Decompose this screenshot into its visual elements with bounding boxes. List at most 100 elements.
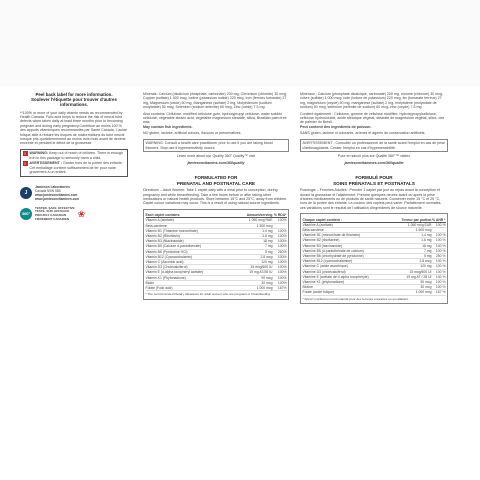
ingredient-amount: 90 mcg	[234, 275, 273, 281]
warning-fr-label: AVERTISSEMENT :	[29, 161, 62, 166]
ingredient-rda: 100 %	[431, 237, 446, 244]
nil-ingredients-text: NO gluten, lactose, artificial colours, …	[143, 131, 242, 136]
french-panel: Minéraux : Calcium (phosphate dicalcique…	[300, 92, 448, 304]
supplement-facts-table-box-fr: Chaque caplet contient : Teneur par port…	[300, 213, 448, 304]
brand-address: Canada N9W 5B5	[35, 188, 61, 193]
ingredient-rda: 100 %	[431, 243, 446, 249]
warning-icon: !	[22, 161, 28, 167]
directions-text-fr: Posologie – Femmes Adultes : Prendre 1 c…	[300, 188, 442, 210]
ingredient-name: Vitamine E (acétate de d-alpha tocophéry…	[302, 274, 394, 281]
ingredient-rda: 250 %	[431, 253, 446, 260]
ingredient-name: Vitamine B1 (mononitrate de thiamine)	[302, 232, 394, 239]
ingredient-amount: 1 500 mcg	[234, 223, 273, 229]
ingredient-amount: 2,8 mcg	[393, 258, 432, 265]
ingredient-amount: 7 mg	[393, 248, 432, 255]
ingredient-rda: 250%	[272, 249, 287, 255]
ingredient-name: Folate (acide folique)	[302, 289, 394, 296]
warning-box-fr: AVERTISSEMENT : Consulter un professionn…	[300, 138, 448, 153]
learn-more-text-fr: Pour en savoir plus sur Qualité 360°™ vi…	[337, 154, 411, 159]
formulated-title-fr-2: SOINS PRÉNATALS ET POSTNATALS	[333, 180, 415, 186]
ingredient-rda: 100%	[272, 269, 287, 276]
ingredient-amount: 1,4 mg	[393, 232, 432, 239]
daily-needs-text: **100% or more of your daily vitamin nee…	[20, 110, 127, 146]
ingredient-name: Vitamin B5 (Calcium d-pantothenate)	[145, 243, 235, 250]
ingredient-rda: 100%	[272, 243, 287, 250]
ingredient-name: Vitamin D3 (Cholecalciferol)	[145, 264, 235, 271]
ingredient-name: Vitamin E (d-alpha tocopheryl acetate)	[145, 269, 235, 276]
nil-ingredients-text-fr: SANS gluten, lactose ni colorants, arôme…	[300, 131, 426, 136]
formulated-title-fr-1: FORMULÉ POUR	[355, 175, 393, 181]
ingredient-rda: 100%	[272, 217, 287, 224]
col-header-rda: % ANR *	[431, 217, 446, 223]
may-contain-text: May contain fish ingredients.	[143, 124, 193, 129]
supplement-facts-table: Each caplet contains: Amount/serving % R…	[145, 213, 287, 292]
ingredient-name: Vitamine B6 (chlorhydrate de pyridoxine)	[302, 253, 394, 260]
ingredient-amount: 5 mg	[393, 253, 432, 260]
ingredient-rda: 100 %	[431, 248, 446, 255]
badge-line: PROUDLY CANADIAN	[35, 213, 67, 218]
ingredient-amount: 30 mcg	[234, 280, 273, 287]
ingredient-amount: 120 mg	[393, 263, 432, 270]
badge-text: TESTED. SAFE. EFFECTIVE TESTÉ. SÛR. EFFI…	[35, 205, 75, 221]
rda-footnote: * The recommended Dietary Allowance for …	[145, 292, 271, 297]
badge-line: TESTÉ. SÛR. EFFICACE	[35, 209, 70, 214]
ingredient-amount: 1 500 mcg	[393, 227, 432, 234]
ingredient-rda: 100%	[272, 280, 287, 287]
badge-line: FIÈREMENT CANADIEN	[35, 216, 70, 221]
peel-title-en: Peel back label for more information.	[35, 92, 113, 97]
col-header-ingredient: Chaque caplet contient :	[302, 217, 394, 223]
ingredient-amount: 30 mcg	[393, 284, 432, 291]
badge-line: TESTED. SAFE. EFFECTIVE	[35, 205, 75, 210]
ingredient-name: Folate (Folic acid)	[145, 285, 235, 292]
ingredient-amount: 19 mg AT/28 IU	[234, 269, 273, 276]
jamieson-logo-icon: J	[20, 186, 32, 199]
ingredient-amount: 1.4 mg	[234, 228, 273, 235]
warning-box: WARNING: Consult a health care practitio…	[143, 138, 289, 153]
ingredient-name: Vitamine D3 (cholécalciférol)	[302, 269, 394, 275]
ingredient-name: Bêta-carotène	[302, 227, 394, 234]
table-row: Vitamine B6 (chlorhydrate de pyridoxine)…	[302, 253, 446, 260]
ingredient-rda: 100 %	[431, 269, 446, 275]
also-contains-text: Also contains: Cellulose, modified cellu…	[143, 111, 287, 125]
formulated-title-1: FORMULATED FOR	[194, 175, 238, 181]
peel-title-fr: Soulever l'étiquette pour trouver d'autr…	[31, 97, 117, 108]
warning-en-label: WARNING:	[29, 151, 49, 156]
ingredient-amount: 1.6 mg	[234, 233, 273, 240]
ingredient-rda: 100%	[272, 228, 287, 235]
ingredient-name: Vitamine B12 (cyanocobalamine)	[302, 258, 394, 265]
ingredient-rda: 100 %	[431, 222, 446, 229]
ingredient-rda: 100%	[272, 264, 287, 271]
brand-block: J Jamieson Laboratories Canada N9W 5B5 w…	[20, 185, 128, 201]
top-blank-area	[0, 0, 480, 86]
warning-fr: ! AVERTISSEMENT : Garder hors de la port…	[22, 161, 126, 174]
quality-url-fr: jamiesonvitamines.com/360qualite	[344, 160, 404, 165]
warning-fr-text: Garder hors de la portée des enfants. Ce…	[29, 161, 123, 174]
ingredient-rda: 100%	[272, 275, 287, 281]
ingredient-name: Biotin	[145, 280, 235, 287]
ingredient-name: Beta-carotene	[145, 223, 235, 229]
ingredient-rda: 100 %	[431, 274, 446, 281]
ingredient-rda: 100 %	[431, 263, 446, 270]
ingredient-name: Vitamine B3 (niacinamide)	[302, 243, 394, 249]
ingredient-name: Vitamin C (Ascorbic acid)	[145, 259, 235, 266]
brand-info: Jamieson Laboratories Canada N9W 5B5 www…	[35, 185, 79, 201]
supplement-facts-table-fr: Chaque caplet contient : Teneur par port…	[302, 217, 446, 296]
ingredient-name: Vitamin B1 (Thiamine mononitrate)	[145, 228, 235, 235]
table-row: Vitamine B5 (d-pantothénate de calcium)7…	[302, 248, 446, 255]
supplement-facts-table-box: Each caplet contains: Amount/serving % R…	[143, 208, 289, 300]
table-row: Vitamine D3 (cholécalciférol)15 mcg/600 …	[302, 269, 446, 275]
minerals-text: Minerals: Calcium (dicalcium phosphate, …	[143, 92, 288, 110]
warning-en-text: Keep out of reach of children. There is …	[29, 151, 123, 160]
brand-website-en: www.jamiesonvitamins.com	[35, 192, 78, 197]
brand-name: Jamieson Laboratories	[35, 184, 70, 189]
ingredient-rda	[431, 227, 446, 234]
brand-website-fr: www.jamiesonvitamines.com	[35, 196, 80, 201]
